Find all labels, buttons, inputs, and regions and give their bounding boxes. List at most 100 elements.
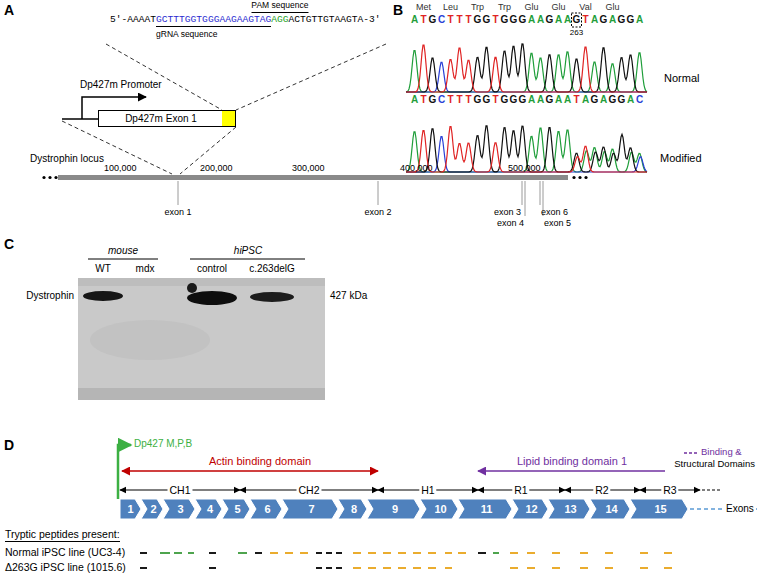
group-label: hiPSC [234,245,262,257]
exon-chevron: 4 [195,499,222,519]
exon-number: 4 [207,503,213,515]
base-letter: T [464,14,473,26]
peptide-mark [336,552,342,554]
peptide-mark [285,552,293,554]
base-letter: A [626,94,635,106]
base-letter: C [437,14,446,26]
peptide-mark [368,552,376,554]
exon-number: 14 [605,503,617,515]
exon-label: exon 1 [164,207,191,217]
peptide-mark [552,552,560,554]
target-site [222,110,236,127]
base-letter: G [617,94,626,106]
isoform-label: Dp427 M,P,B [134,438,192,450]
chromatograms [406,44,647,172]
zoom-line [106,44,222,110]
coordinate: 100,000 [104,163,137,173]
panel-letter: C [4,236,14,252]
base-letter: A [590,14,599,26]
domain-arrow [478,470,665,472]
exon-number: 10 [434,503,446,515]
exon-label: exon 3 [494,207,521,217]
chevron-outline [163,499,195,519]
exons-label: Exons [724,503,756,515]
peptide-mark [664,567,672,569]
trace-label: Modified [660,152,702,165]
peptide-mark [428,552,436,554]
base-letter: T [491,94,500,106]
lane-label: mdx [136,263,155,275]
exon-chevron: 15 [630,499,688,519]
peptide-mark [428,567,436,569]
chevron-outline [512,499,548,519]
base-letter: G [473,94,482,106]
base-letter: G [482,94,491,106]
position-number: 263 [570,28,583,37]
peptide-mark [493,552,499,554]
peptide-mark [510,552,518,554]
lane-label: control [197,263,227,275]
chevron-outline [195,499,222,519]
amino-acid: Leu [443,2,458,12]
peptide-mark [140,552,147,554]
exon-chevron: 11 [458,499,512,519]
deletion-box [572,13,582,27]
peptide-mark [209,552,216,554]
panel-letter: D [4,437,14,453]
base-letter: A [608,14,617,26]
promoter-arrow [118,445,131,499]
peptide-mark [326,552,332,554]
peptide-mark [368,567,376,569]
amino-acid: Glu [524,2,538,12]
pam-sequence: AGG [271,14,288,25]
trace-line [406,45,647,92]
chevron-outline [338,499,367,519]
section-heading: Tryptic peptides present: [5,528,120,542]
exon-number: 5 [234,503,240,515]
panel-letter: A [4,2,14,18]
exon-chevron: 7 [282,499,338,519]
gene-line [62,118,98,120]
base-letter: A [536,94,545,106]
base-letter: G [617,14,626,26]
exon-number: 9 [392,503,398,515]
trace-line [406,51,647,92]
zoom-line [180,127,236,174]
peptide-mark [445,552,452,554]
exon-chevron: 10 [420,499,458,519]
coordinate: 200,000 [200,163,233,173]
base-letter: T [419,14,428,26]
peptide-mark [300,552,308,554]
base-letter: G [482,14,491,26]
peptide-mark [336,567,342,569]
base-letter: G [509,94,518,106]
peptide-mark [664,552,672,554]
peptide-mark [353,552,361,554]
exon-label: exon 6 [541,207,568,217]
exon-number: 3 [177,503,183,515]
base-letter: A [554,14,563,26]
base-letter: G [518,94,527,106]
lane-label: WT [95,263,111,275]
exon-label: exon 4 [497,218,524,228]
base-letter: T [464,94,473,106]
base-letter: A [581,94,590,106]
peptide-mark [458,552,466,554]
peptide-mark [605,552,613,554]
peptide-mark [316,567,322,569]
chevron-outline [630,499,688,519]
amino-acid: Glu [551,2,565,12]
continuation-dots [42,176,587,179]
exon-chevron: 2 [141,499,163,519]
peptide-mark [640,552,648,554]
exon-chevron: 12 [512,499,548,519]
peptide-mark [445,567,452,569]
domain-continuation [684,452,698,454]
exon-label: exon 5 [544,218,571,228]
base-letter: A [563,94,572,106]
base-letter: G [599,14,608,26]
exon-number: 2 [150,503,156,515]
subdomain-label: CH2 [296,484,321,496]
base-letter: G [545,94,554,106]
grna-sequence: GCTTTGGTGGGAAGAAGTAG [156,14,271,27]
